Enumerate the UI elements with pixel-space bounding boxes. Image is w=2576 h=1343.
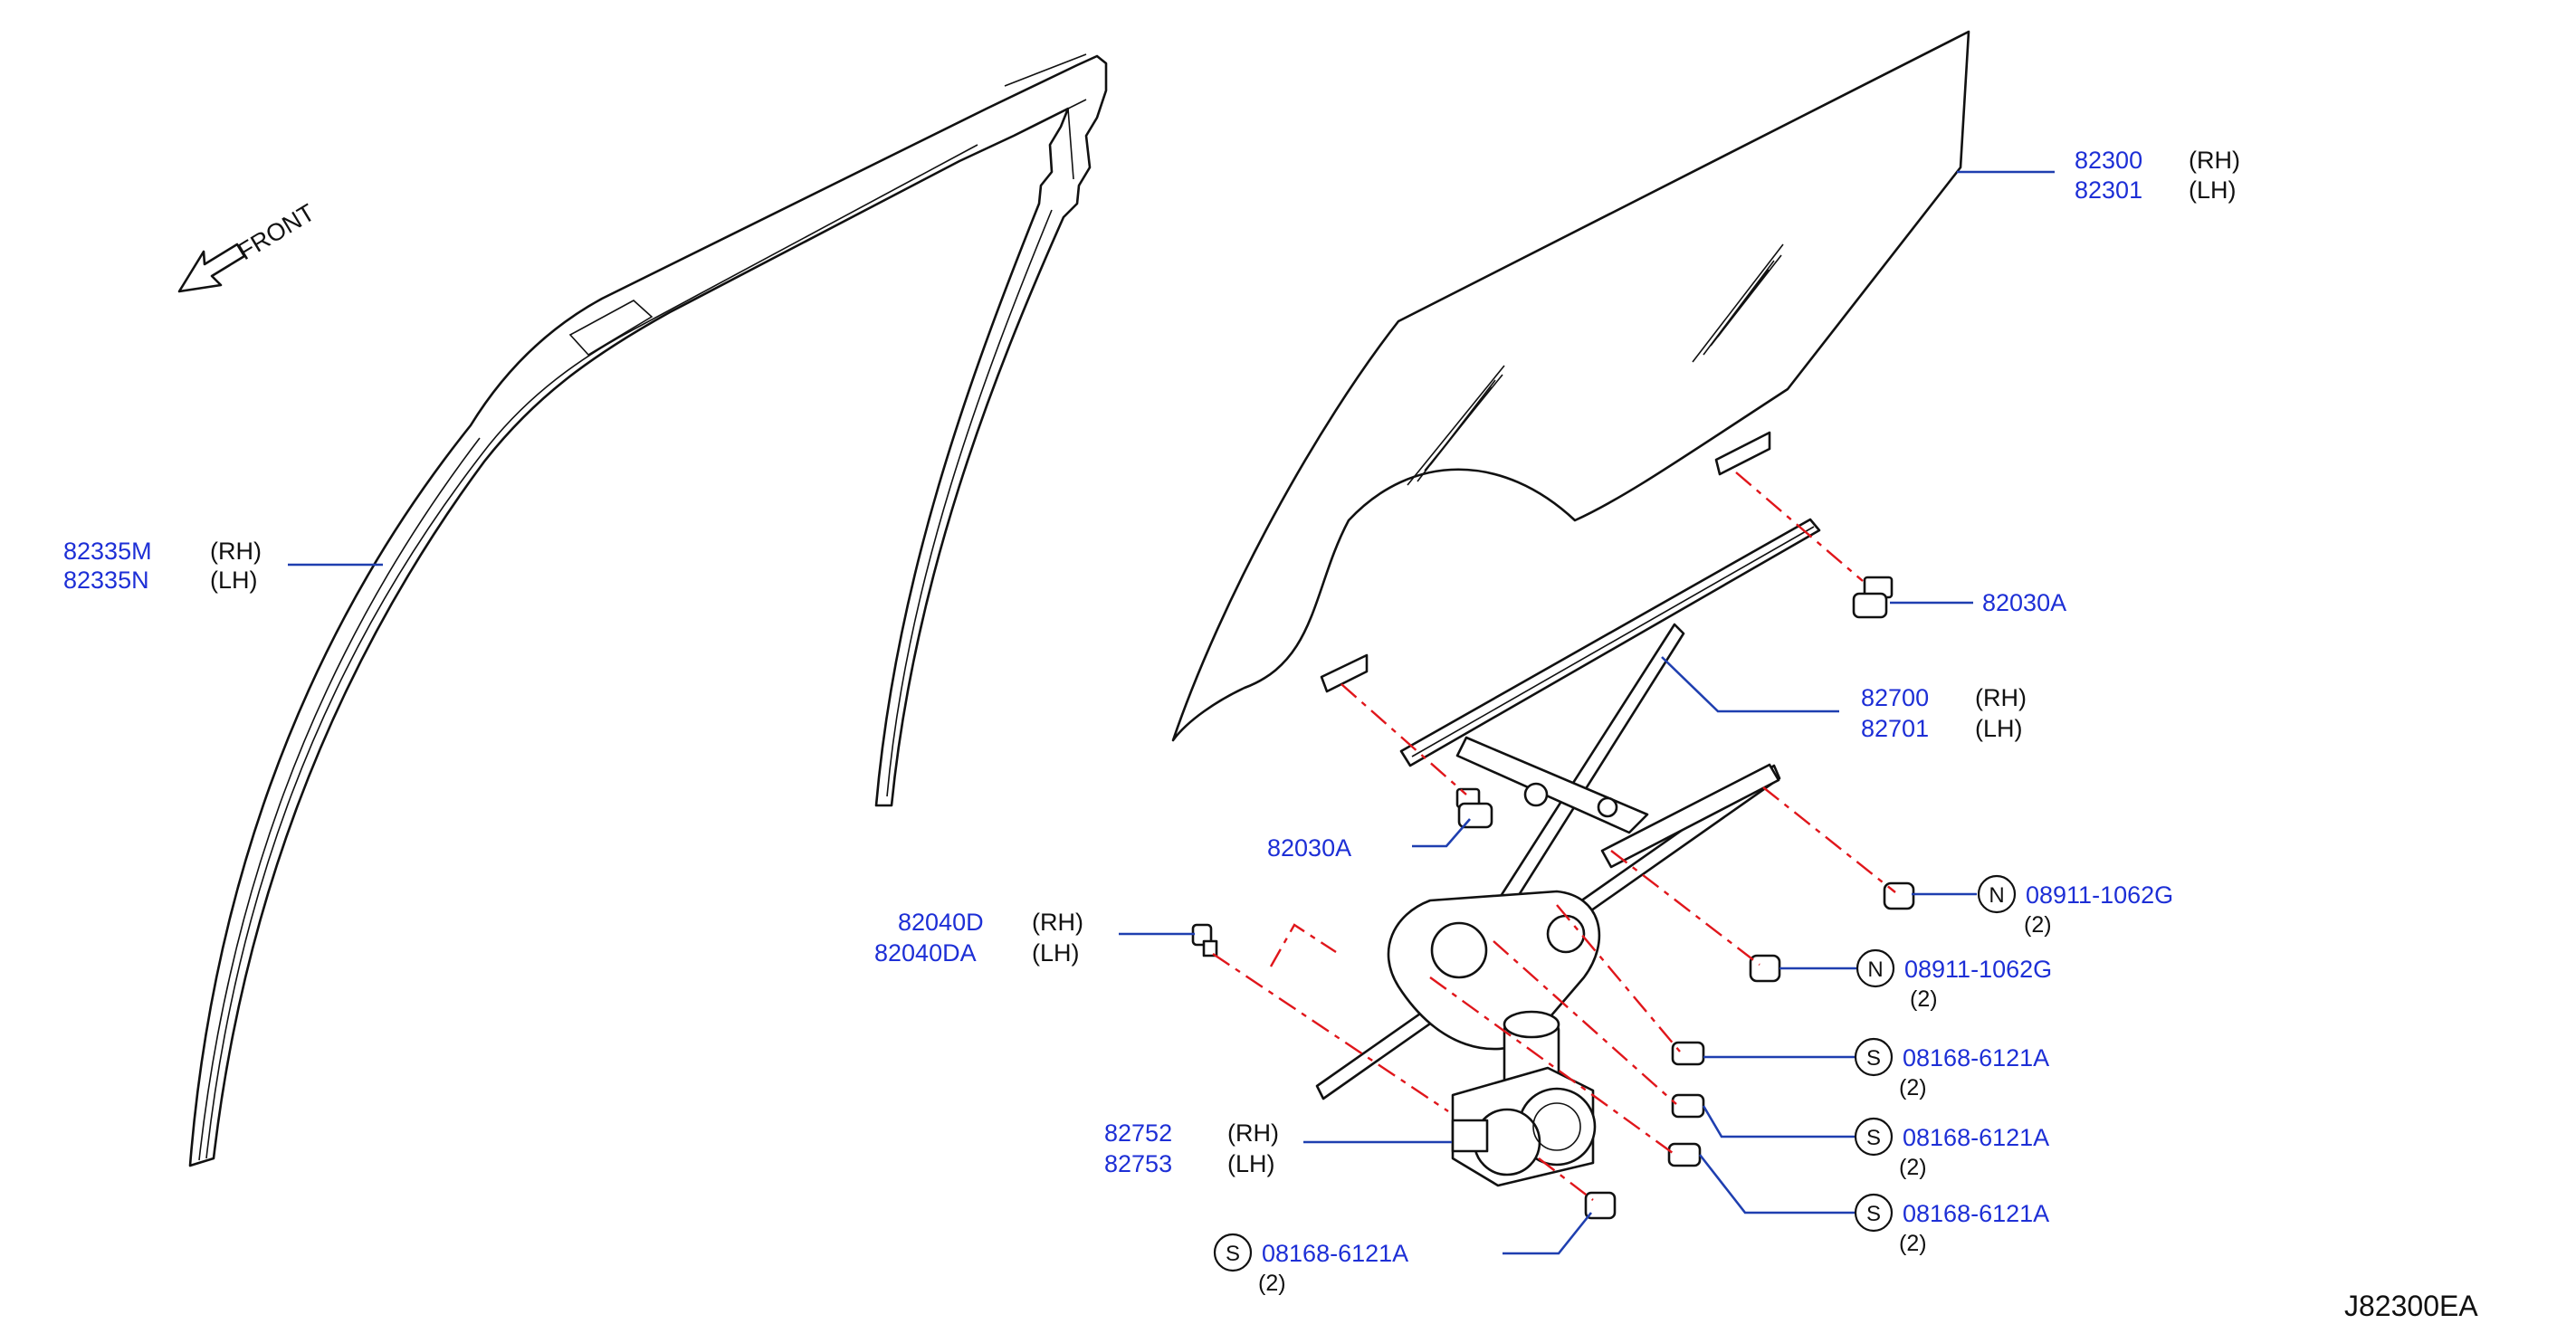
regulator-rh-tag: (RH) [1975,684,2027,711]
bolt-s3-badge-letter: S [1866,1202,1881,1226]
bolt-08168-3 [1667,1142,1702,1167]
door-sash-part [188,53,1108,1167]
regulator-lh-part-number: 82701 [1861,715,1929,742]
motor-rh-part-number: 82752 [1104,1119,1172,1147]
bolt-82030a-top [1852,576,1894,619]
motor-rh-tag: (RH) [1227,1119,1279,1147]
glass-lh-part-number: 82301 [2075,176,2142,204]
bolt-s4-quantity: (2) [1258,1271,1286,1296]
bolt-s4-badge-letter: S [1226,1242,1240,1266]
window-regulator-part [1315,518,1821,1100]
sash-lh-tag: (LH) [210,567,258,594]
glass-rh-tag: (RH) [2189,147,2240,174]
nut-2-quantity: (2) [1910,986,1938,1012]
front-arrow-icon [177,243,246,293]
bolt-08168-1 [1671,1041,1705,1066]
bolt-s1-badge-letter: S [1866,1046,1881,1071]
bolt-s3-part-number: 08168-6121A [1903,1200,2049,1227]
bolt-s2-badge-icon [1854,1117,1894,1157]
motor-lh-part-number: 82753 [1104,1150,1172,1177]
nut-2-part-number: 08911-1062G [1904,956,2052,983]
bolt-s1-quantity: (2) [1899,1075,1927,1100]
bolt-s2-badge-letter: S [1866,1126,1881,1150]
motor-lh-tag: (LH) [1227,1150,1275,1177]
door-glass-part [1171,30,1970,742]
bolt-s1-badge-icon [1854,1037,1894,1077]
bolt-top-part-number: 82030A [1982,589,2066,616]
bolt-s3-badge-icon [1854,1193,1894,1233]
mounting-lines [1212,471,1896,1201]
nut-1-badge-letter: N [1989,883,2004,908]
nut-1-badge-icon [1977,874,2017,914]
nut-08911-bottom [1749,954,1781,983]
sash-rh-part-number: 82335M [63,538,152,565]
sash-rh-tag: (RH) [210,538,262,565]
sash-lh-part-number: 82335N [63,567,149,594]
nut-1-part-number: 08911-1062G [2026,881,2173,909]
screw-rh-tag: (RH) [1032,909,1083,936]
screw-rh-part-number: 82040D [898,909,984,936]
front-label: FRONT [234,199,320,266]
bolt-s4-part-number: 08168-6121A [1262,1240,1408,1267]
power-window-motor-part [1451,1010,1597,1187]
diagram-code: J82300EA [2344,1290,2478,1322]
bolt-s4-badge-icon [1213,1233,1253,1272]
leader-lines [288,170,2055,1255]
regulator-lh-tag: (LH) [1975,715,2023,742]
glass-rh-part-number: 82300 [2075,147,2142,174]
bolt-82030a-mid [1455,787,1493,829]
bolt-mid-part-number: 82030A [1267,834,1351,862]
nut-1-quantity: (2) [2024,912,2052,938]
nut-2-badge-letter: N [1867,957,1883,982]
regulator-rh-part-number: 82700 [1861,684,1929,711]
bolt-s3-quantity: (2) [1899,1231,1927,1256]
bolt-s2-part-number: 08168-6121A [1903,1124,2049,1151]
screw-82040d [1191,923,1218,957]
screw-lh-tag: (LH) [1032,939,1080,967]
bolt-08168-2 [1671,1093,1705,1119]
glass-lh-tag: (LH) [2189,176,2237,204]
bolt-s1-part-number: 08168-6121A [1903,1044,2049,1072]
screw-lh-part-number: 82040DA [874,939,977,967]
nut-2-badge-icon [1856,948,1895,988]
bolt-s2-quantity: (2) [1899,1155,1927,1180]
